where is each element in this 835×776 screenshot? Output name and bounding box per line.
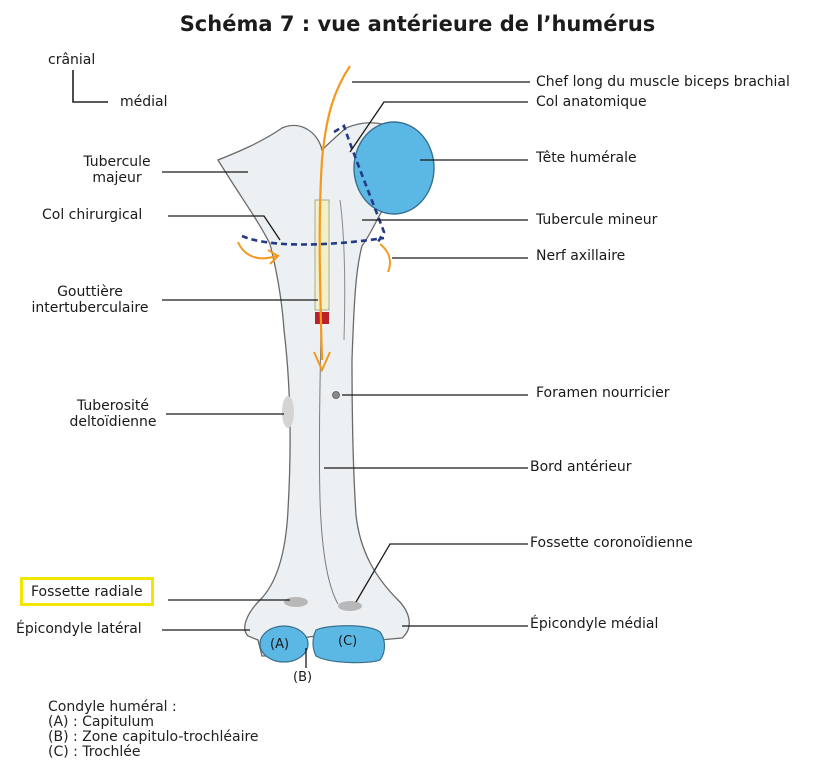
marker-a: (A): [270, 637, 290, 652]
label-gouttiere: Gouttière intertuberculaire: [31, 284, 149, 316]
label-biceps: Chef long du muscle biceps brachial: [536, 74, 790, 90]
capitulum: [259, 625, 309, 663]
biceps-tendon-red: [315, 312, 329, 324]
label-tuberosite: Tuberosité deltoïdienne: [69, 398, 157, 430]
label-tubercule-mineur: Tubercule mineur: [536, 212, 658, 228]
label-bord-anterieur: Bord antérieur: [530, 459, 632, 475]
label-fossette-coronoidienne: Fossette coronoïdienne: [530, 535, 693, 551]
label-tete-humerale: Tête humérale: [536, 150, 637, 166]
axillary-nerve-right: [379, 243, 391, 273]
label-nerf-axillaire: Nerf axillaire: [536, 248, 626, 264]
legend-heading: Condyle huméral :: [48, 699, 177, 715]
legend: Condyle huméral : (A) : Capitulum (B) : …: [48, 700, 259, 760]
legend-item-b: (B) : Zone capitulo-trochléaire: [48, 729, 259, 745]
axillary-nerve-left: [237, 241, 277, 260]
axillary-nerve-left-tip: [267, 249, 280, 265]
nutrient-foramen: [332, 391, 340, 399]
orientation-marker: [72, 70, 108, 103]
label-fossette-radiale: Fossette radiale: [20, 577, 154, 606]
lesser-tubercle-ridge: [339, 199, 346, 341]
radial-fossa: [284, 597, 308, 607]
coronoid-fossa: [338, 601, 362, 611]
intertubercular-groove: [314, 199, 330, 311]
page-title: Schéma 7 : vue antérieure de l’humérus: [179, 12, 656, 36]
marker-b: (B): [293, 670, 313, 685]
label-epicondyle-lateral: Épicondyle latéral: [16, 621, 142, 637]
biceps-long-head: [318, 65, 351, 361]
orientation-medial: médial: [120, 94, 168, 110]
deltoid-tuberosity: [282, 396, 294, 428]
label-col-chirurgical: Col chirurgical: [42, 207, 143, 223]
biceps-arrow-head: [313, 351, 331, 373]
trochlea: [312, 625, 386, 664]
leader-lines: [162, 81, 530, 668]
legend-item-a: (A) : Capitulum: [48, 714, 155, 730]
label-col-anatomique: Col anatomique: [536, 94, 647, 110]
label-epicondyle-medial: Épicondyle médial: [530, 616, 659, 632]
marker-c: (C): [338, 634, 358, 649]
anatomical-neck-line: [333, 124, 386, 243]
label-tubercule-majeur: Tubercule majeur: [83, 154, 151, 186]
label-foramen-nourricier: Foramen nourricier: [536, 385, 670, 401]
legend-item-c: (C) : Trochlée: [48, 744, 141, 760]
humeral-head: [353, 121, 435, 215]
surgical-neck-line: [241, 234, 385, 246]
orientation-cranial: crânial: [48, 52, 96, 68]
